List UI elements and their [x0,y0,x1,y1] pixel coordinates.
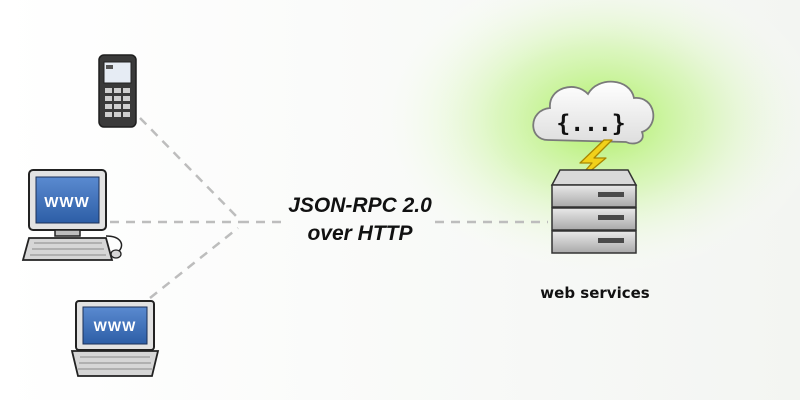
server-stack-icon [552,170,636,253]
server-unit [552,170,636,207]
server-unit [552,231,636,253]
web-services-label: web services [515,284,675,302]
phone-icon [99,55,136,127]
protocol-label: JSON-RPC 2.0 over HTTP [265,192,455,248]
protocol-line-1: JSON-RPC 2.0 [265,192,455,220]
desktop-icon [23,170,122,260]
protocol-line-2: over HTTP [265,220,455,248]
server-unit [552,208,636,230]
cloud-json-text: {...} [556,111,625,137]
desktop-screen-text: WWW [44,194,89,211]
laptop-screen-text: WWW [94,318,137,334]
laptop-icon [72,301,158,376]
